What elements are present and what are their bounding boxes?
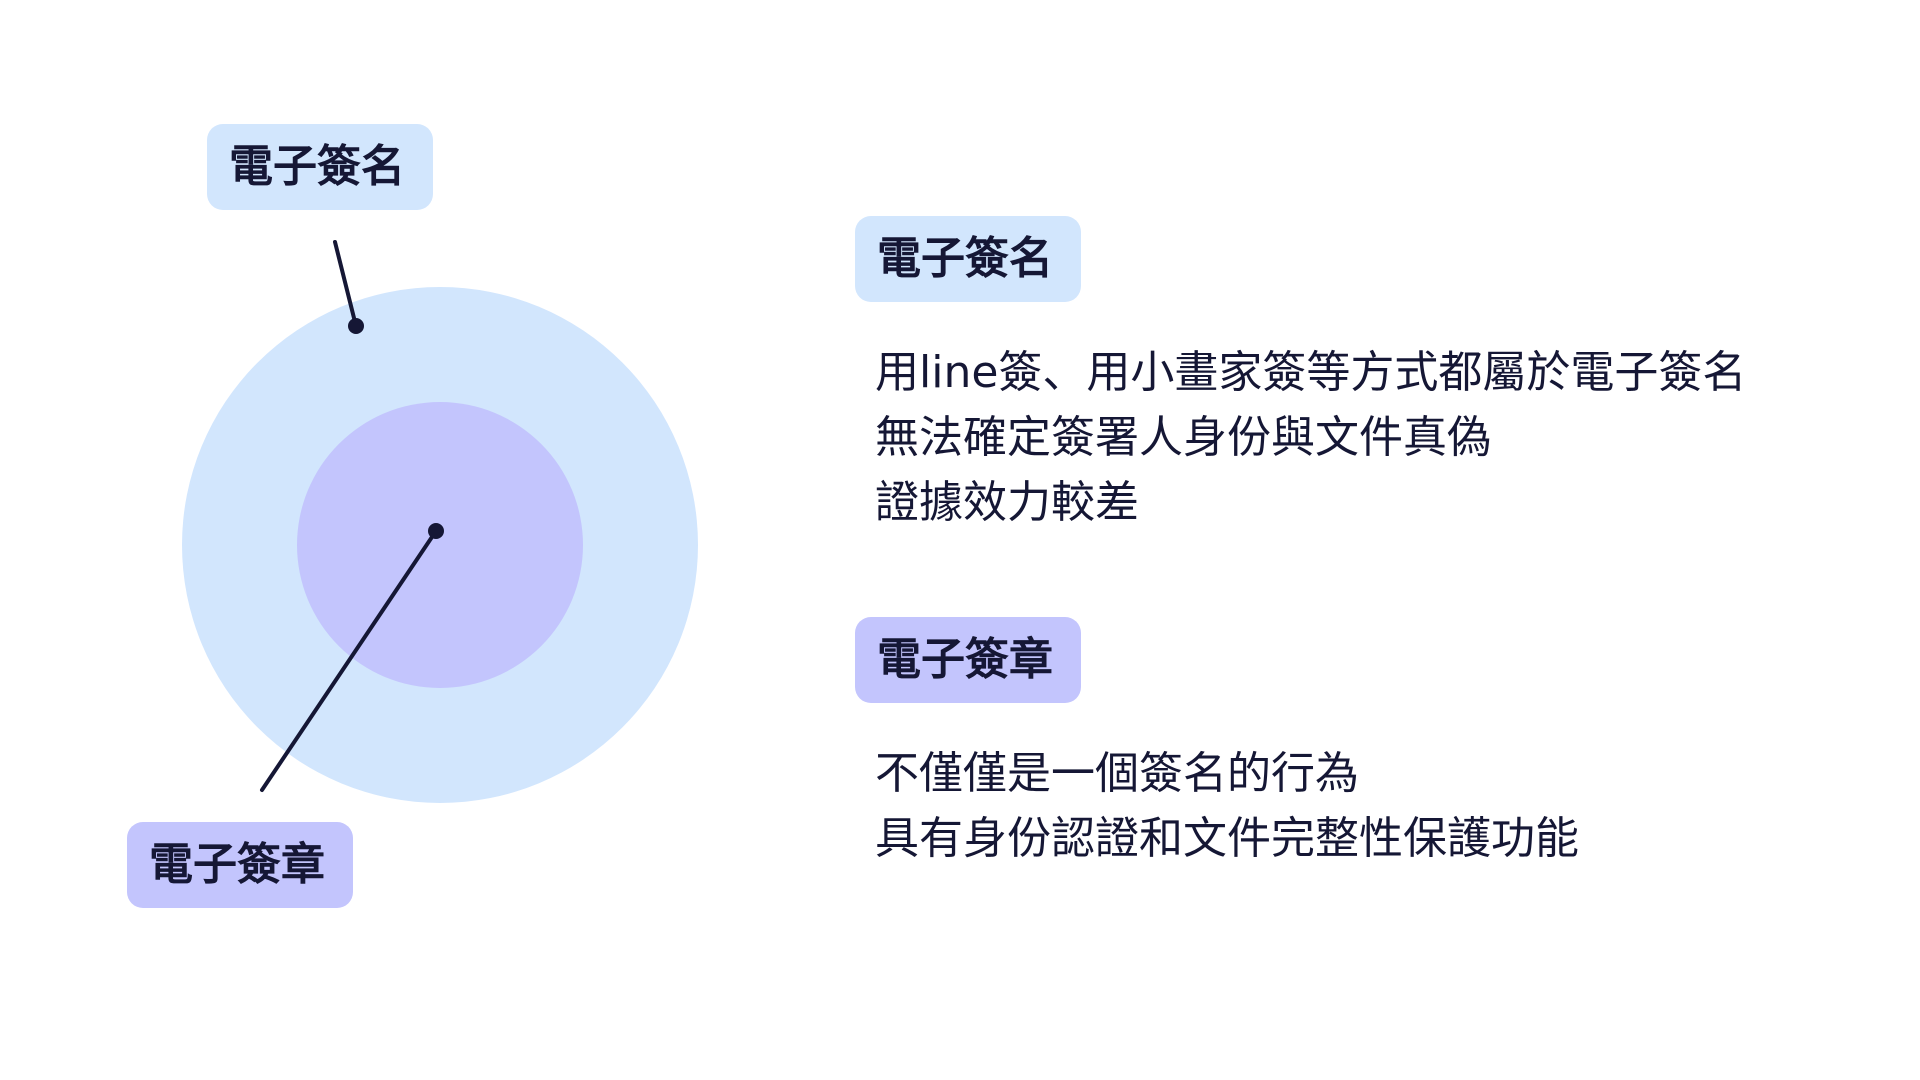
definition-electronic-signature: 用line簽、用小畫家簽等方式都屬於電子簽名 無法確定簽署人身份與文件真偽 證據… [875,340,1746,535]
definition-electronic-seal: 不僅僅是一個簽名的行為 具有身份認證和文件完整性保護功能 [875,741,1579,871]
definition-line: 不僅僅是一個簽名的行為 [875,748,1359,799]
seal-leader-dot [428,523,444,539]
definition-line: 用line簽、用小畫家簽等方式都屬於電子簽名 [875,347,1747,398]
signature-leader-dot [348,318,364,334]
definition-term-electronic-signature: 電子簽名 [855,216,1081,302]
diagram-label-electronic-seal: 電子簽章 [127,822,353,908]
signature-leader-line [333,240,358,328]
electronic-seal-circle [297,402,583,688]
definition-term-electronic-seal: 電子簽章 [855,617,1081,703]
definition-line: 證據效力較差 [875,477,1139,528]
definition-line: 具有身份認證和文件完整性保護功能 [875,813,1579,864]
diagram-label-electronic-signature: 電子簽名 [207,124,433,210]
definition-line: 無法確定簽署人身份與文件真偽 [875,412,1491,463]
seal-leader-line [260,529,438,792]
